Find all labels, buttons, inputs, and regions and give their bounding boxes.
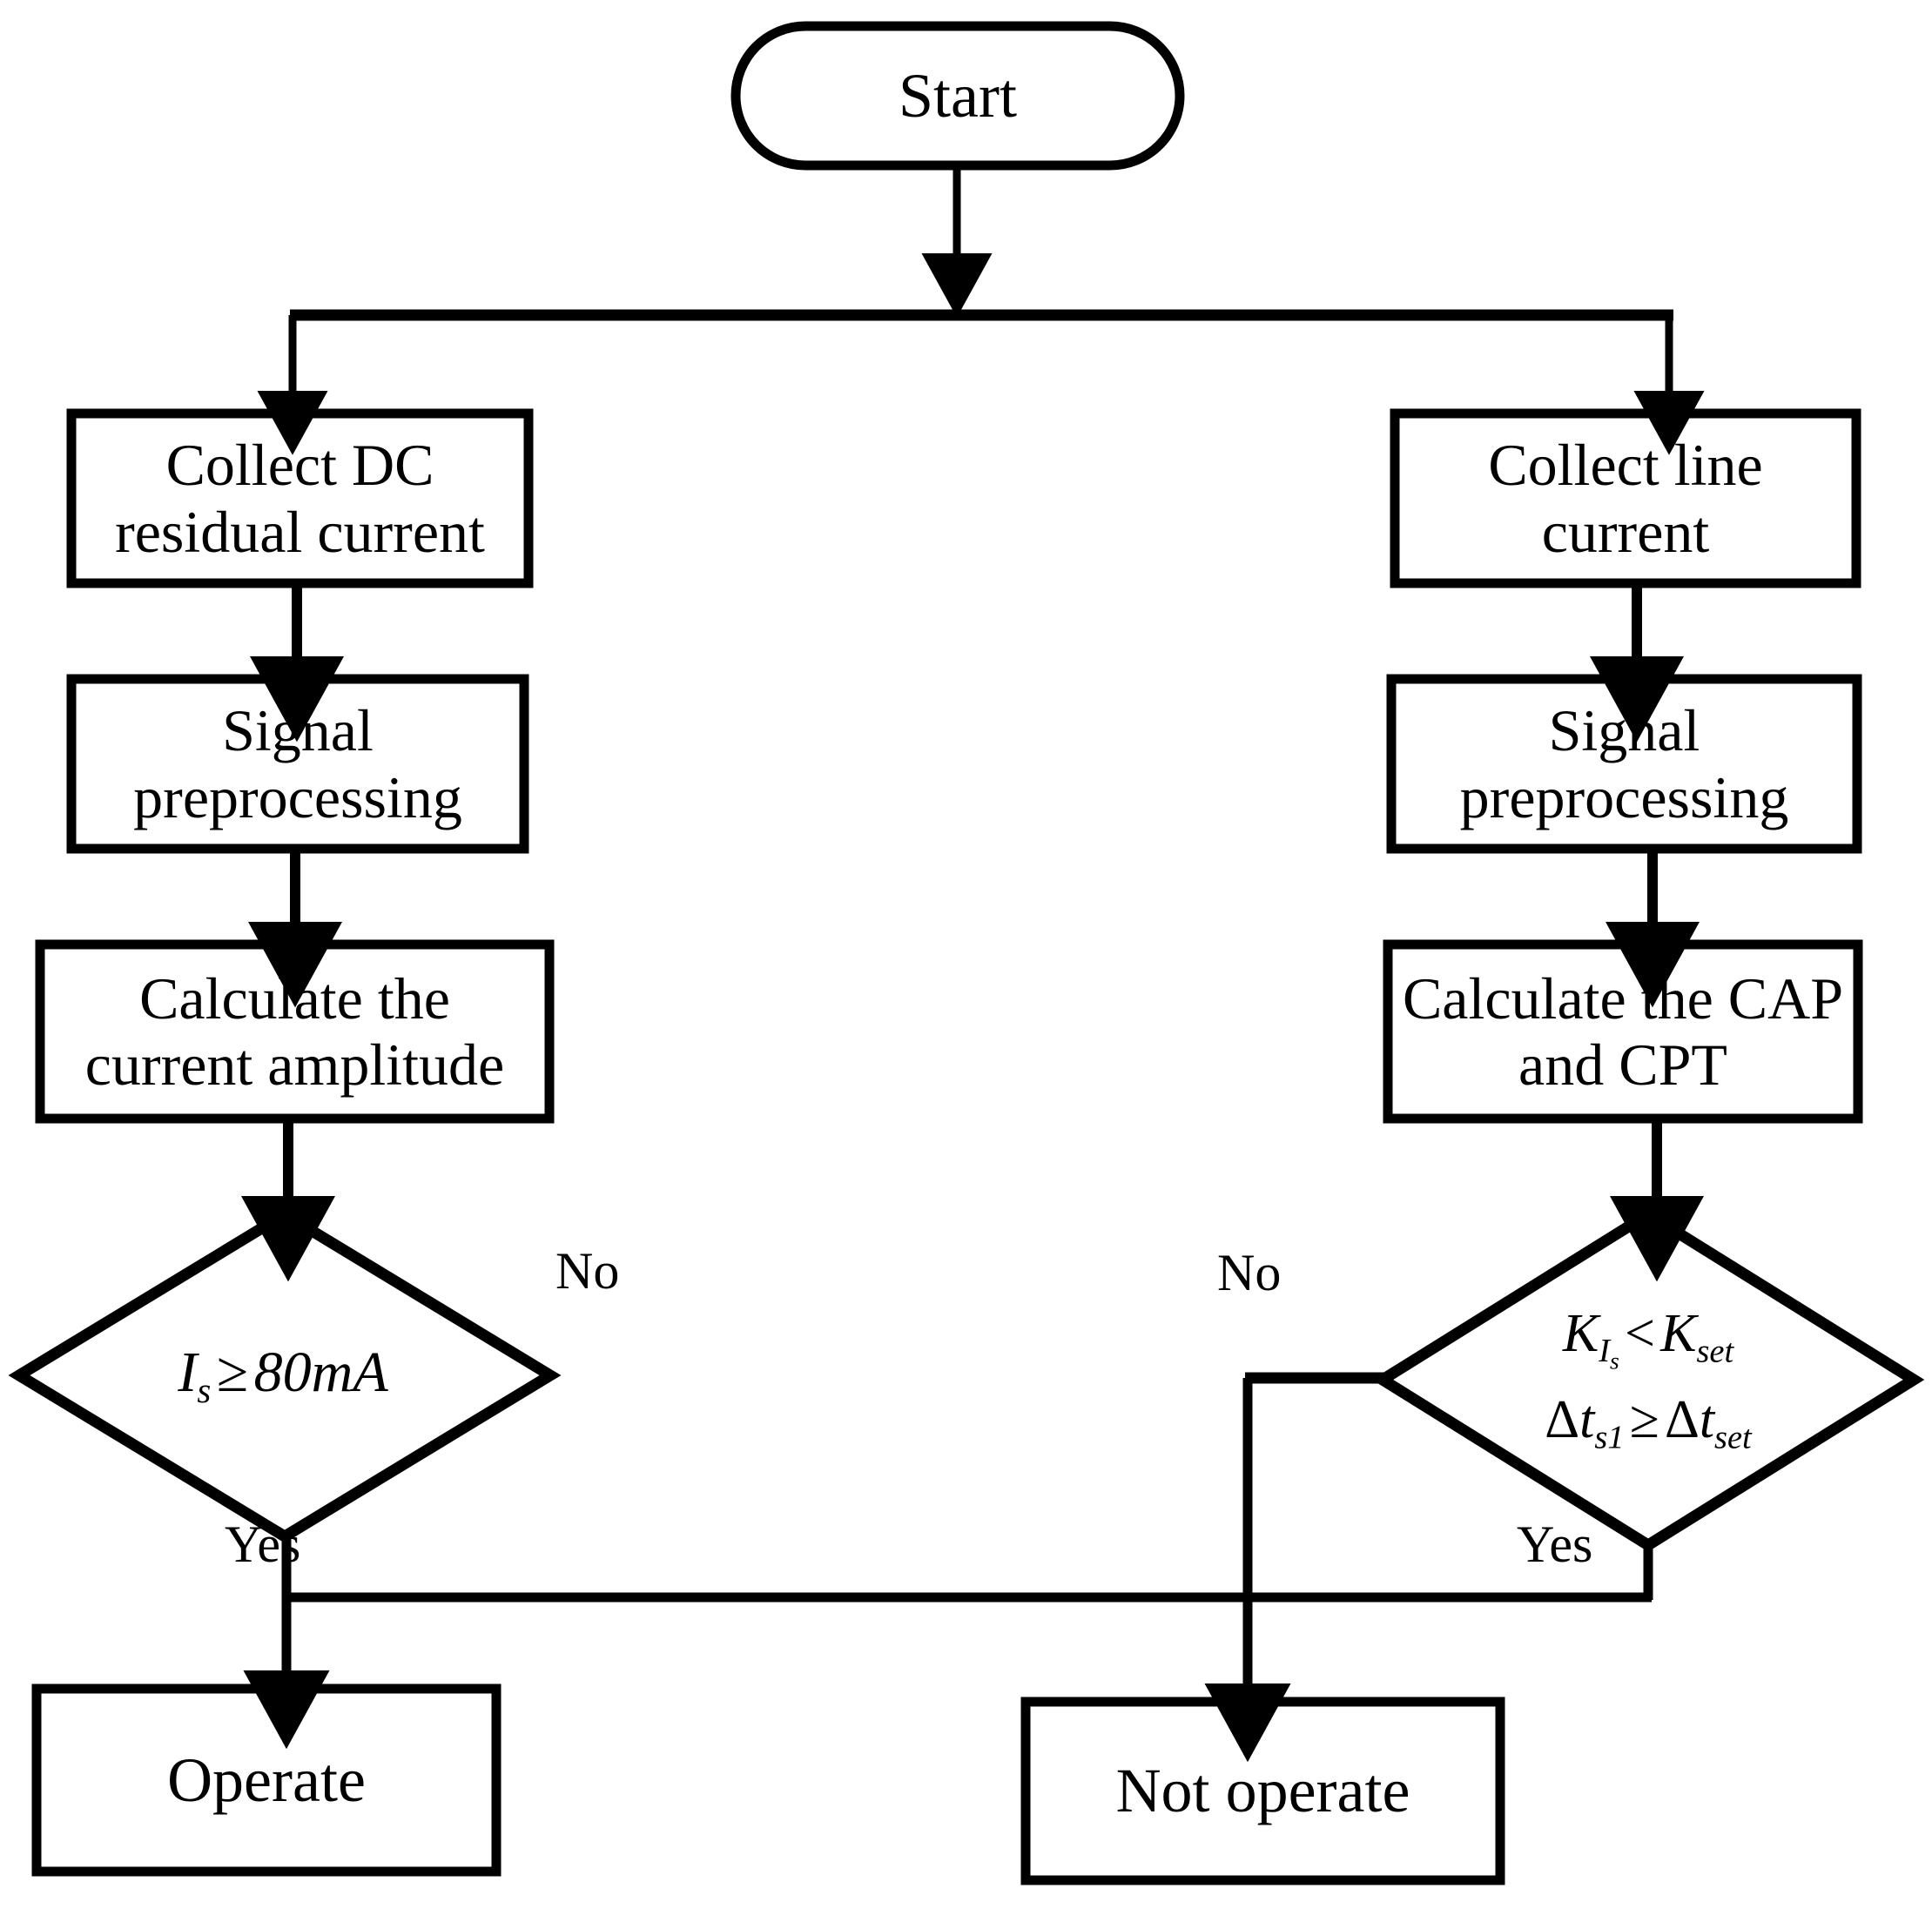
signal-preprocessing-right-shape (1386, 674, 1862, 854)
calculate-cap-cpt-shape (1383, 939, 1863, 1124)
collect-dc-residual-current-shape (66, 408, 534, 588)
calculate-current-amplitude-shape (35, 939, 555, 1124)
edge-label-no-right: No (1217, 1244, 1282, 1301)
start-node-shape (730, 21, 1185, 171)
decision-left-shape (8, 1207, 562, 1543)
collect-line-current-shape (1390, 408, 1861, 588)
edge-label-yes-left: Yes (225, 1515, 301, 1573)
operate-shape (31, 1683, 502, 1877)
not-operate-shape (1020, 1697, 1505, 1885)
edge-label-yes-right: Yes (1517, 1515, 1593, 1573)
decision-right-shape (1371, 1207, 1925, 1552)
signal-preprocessing-left-shape (66, 674, 529, 854)
edge-label-no-left: No (555, 1242, 620, 1300)
